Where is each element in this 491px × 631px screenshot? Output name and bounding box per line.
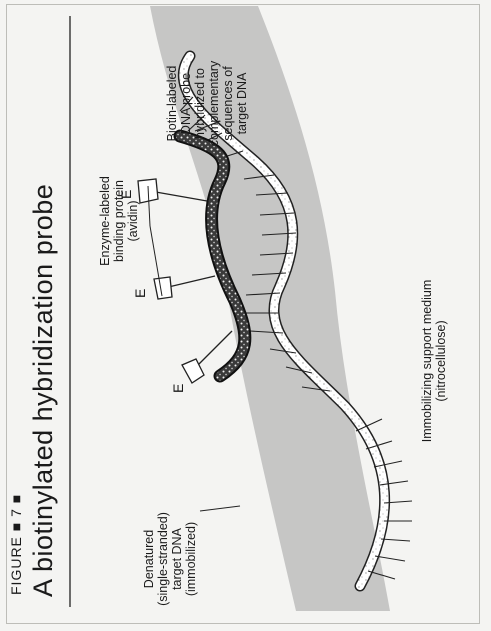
enzyme-e-label-3: E xyxy=(118,190,134,199)
enzyme-e-label-1: E xyxy=(170,384,186,393)
figure-label: FIGURE ■ 7 ■ xyxy=(8,465,24,595)
enzyme-binding-protein-label: Enzyme-labeled binding protein (avidin) xyxy=(98,161,140,281)
biotin-probe-label: Biotin-labeled DNA probe hybridized to c… xyxy=(165,36,249,171)
support-medium-label: Immobilizing support medium (nitrocellul… xyxy=(420,231,448,491)
figure-title: A biotinylated hybridization probe xyxy=(28,37,59,597)
target-dna-label: Denatured (single-stranded) target DNA (… xyxy=(142,499,198,619)
enzyme-e-label-2: E xyxy=(132,289,148,298)
